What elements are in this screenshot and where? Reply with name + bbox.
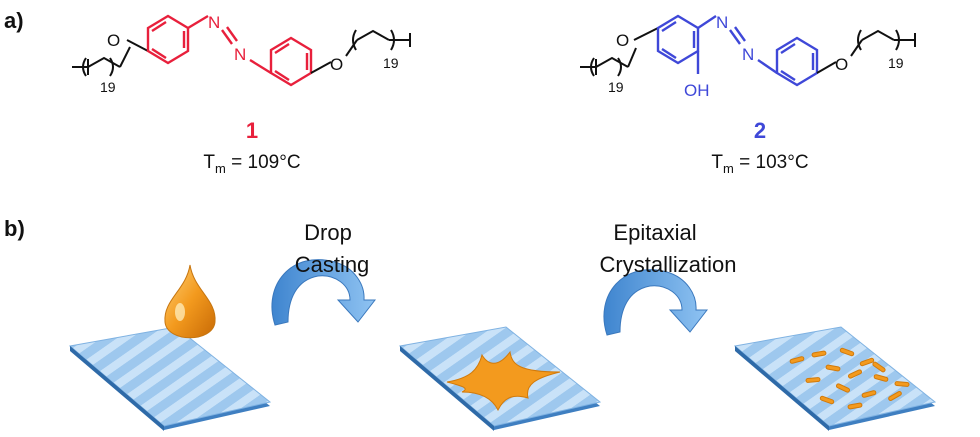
panel-a-label: a) xyxy=(4,8,24,33)
molecule-2-right-chain xyxy=(850,29,916,57)
crystal xyxy=(789,356,805,364)
molecule-1-azo-bond xyxy=(221,29,233,45)
molecule-1-oxygen-left: O xyxy=(107,31,120,50)
molecule-2: 19 O OH N N O xyxy=(580,13,916,176)
molecule-2-o-ring-bond xyxy=(633,27,659,41)
crystal xyxy=(859,357,875,367)
molecule-1-nitrogen-1: N xyxy=(208,13,220,32)
molecule-2-left-ring xyxy=(656,14,700,65)
crystals xyxy=(789,347,910,410)
panel-b-label: b) xyxy=(4,216,25,241)
molecule-2-left-chain-count: 19 xyxy=(608,79,624,95)
crystal xyxy=(839,347,855,357)
molecule-1-azo-bond-2 xyxy=(226,26,238,42)
crystal xyxy=(873,374,889,382)
molecule-2-right-ring xyxy=(775,36,819,87)
crystal xyxy=(888,391,902,401)
molecule-2-nitrogen-1: N xyxy=(716,13,728,32)
arrow-drop-casting xyxy=(271,259,377,326)
substrate-1 xyxy=(68,326,272,431)
crystal xyxy=(894,381,910,387)
arrow-epitaxial-crystallization xyxy=(603,269,709,336)
molecule-2-right-chain-count: 19 xyxy=(888,55,904,71)
molecule-1-right-chain-count: 19 xyxy=(383,55,399,71)
crystal xyxy=(835,383,851,393)
molecule-1-melting-point: Tm = 109°C xyxy=(203,152,300,176)
molecule-2-oxygen-left: O xyxy=(616,31,629,50)
droplet xyxy=(164,264,216,339)
molecule-1-right-chain xyxy=(345,29,411,57)
molecule-1-oxygen-right: O xyxy=(330,55,343,74)
molecule-1-ring-o-bond xyxy=(310,61,332,74)
molecule-1-n-ring-bond xyxy=(249,58,272,75)
crystal xyxy=(861,390,877,398)
molecule-2-azo-bond xyxy=(729,29,741,45)
molecule-2-melting-point: Tm = 103°C xyxy=(711,152,808,176)
molecule-2-oxygen-right: O xyxy=(835,55,848,74)
crystal xyxy=(825,364,841,372)
step-1-label-line-1: Drop xyxy=(304,220,352,245)
crystal xyxy=(847,402,863,410)
molecule-2-left-chain xyxy=(580,47,637,77)
molecule-2-ring-n-bond xyxy=(697,15,717,29)
molecule-1-number: 1 xyxy=(246,118,258,143)
molecule-2-ring-o-bond xyxy=(816,61,837,74)
molecule-2-hydroxyl: OH xyxy=(684,81,710,100)
crystal xyxy=(811,350,827,358)
molecule-1-left-ring xyxy=(146,14,190,65)
molecule-1-right-ring xyxy=(269,36,313,87)
crystal xyxy=(819,395,835,405)
crystal xyxy=(847,369,863,379)
molecule-1-nitrogen-2: N xyxy=(234,45,246,64)
molecule-1-left-chain-count: 19 xyxy=(100,79,116,95)
molecule-2-azo-bond-2 xyxy=(734,26,746,42)
step-1-label-line-2: Casting xyxy=(295,252,370,277)
molecule-2-nitrogen-2: N xyxy=(742,45,754,64)
molecule-1-o-ring-bond xyxy=(126,39,149,52)
molecule-1-ring-n-bond xyxy=(187,14,209,30)
step-2-label-line-1: Epitaxial xyxy=(613,220,696,245)
molecule-1: 19 O N N O xyxy=(72,13,411,176)
crystal xyxy=(805,377,821,383)
molecule-2-n-ring-bond xyxy=(757,59,778,74)
substrate-3 xyxy=(733,326,937,431)
molecule-2-number: 2 xyxy=(754,118,766,143)
molecule-1-left-chain xyxy=(72,46,131,77)
step-2-label-line-2: Crystallization xyxy=(600,252,737,277)
cast-film xyxy=(446,350,561,412)
crystal xyxy=(872,361,886,373)
